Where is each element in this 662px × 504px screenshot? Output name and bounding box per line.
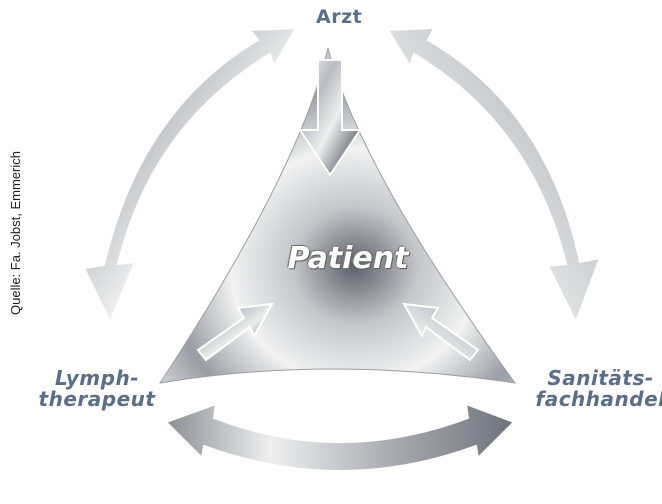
- arrow-arzt-to-patient: [298, 59, 362, 177]
- arrow-arzt-sanitaets: [386, 26, 602, 325]
- arrow-arzt-lymph: [82, 26, 298, 325]
- arrow-lymph-to-patient: [196, 302, 274, 362]
- node-sanitaetsfachhandel-label: Sanitäts- fachhandel: [533, 368, 662, 410]
- node-sanitaetsfachhandel-line2: fachhandel: [535, 387, 662, 411]
- source-caption: Quelle: Fa. Jobst, Emmerich: [8, 151, 23, 315]
- node-lymphtherapeut-line2: therapeut: [38, 387, 156, 411]
- arrow-sanitaets-to-patient: [402, 302, 480, 362]
- node-sanitaetsfachhandel-line1: Sanitäts-: [547, 366, 654, 390]
- node-lymphtherapeut-label: Lymph- therapeut: [32, 368, 162, 410]
- arrow-lymph-sanitaets: [164, 402, 516, 472]
- node-lymphtherapeut-line1: Lymph-: [54, 366, 139, 390]
- center-patient-label: Patient: [287, 241, 409, 276]
- patient-triangle: [158, 47, 517, 384]
- node-arzt-label: Arzt: [316, 6, 363, 28]
